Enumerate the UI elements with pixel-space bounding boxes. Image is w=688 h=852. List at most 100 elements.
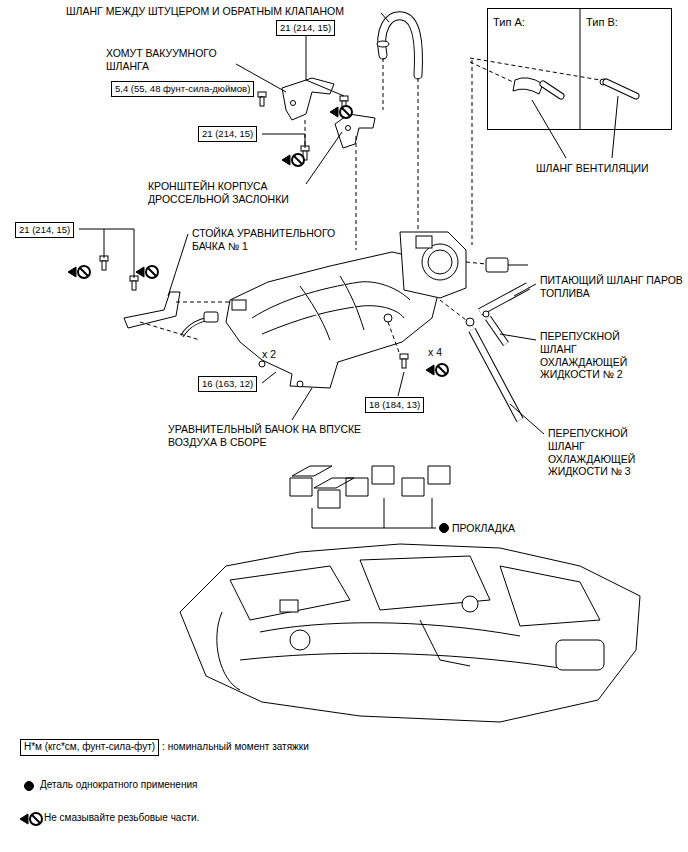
leader-lines [398,372,404,396]
gaskets [440,524,449,533]
hoses [483,311,489,317]
intake-plenum [388,322,400,355]
leader-lines [292,388,312,420]
engine-overview [556,640,604,670]
vent-hose-types [580,8,581,130]
engine-overview [420,620,470,666]
engine-overview [280,600,298,612]
upper-parts [356,136,357,250]
part-label: СТОЙКА УРАВНИТЕЛЬНОГО БАЧКА № 1 [192,227,362,253]
leader-lines [514,284,536,296]
stay-bracket [176,302,232,303]
legend-sample-box: Н*м (кгс*см, фунт-сила-фут) [20,739,159,756]
intake-plenum [416,236,432,248]
vent-hose-types [606,82,636,96]
torque-value: 21 (214, 15) [280,22,331,34]
hoses [480,286,528,312]
hoses [480,286,528,312]
stay-bracket [100,256,108,270]
legend-symbols [20,813,42,825]
hoses [488,318,506,344]
upper-parts [291,101,296,106]
vent-hose-types [470,62,513,82]
stay-bracket [140,322,200,340]
part-label: УРАВНИТЕЛЬНЫЙ БАЧОК НА ВПУСКЕ ВОЗДУХА В … [168,423,383,449]
intake-plenum [340,276,364,330]
vent-hose-types [513,78,543,94]
intake-plenum [384,314,392,322]
intake-plenum [300,286,330,340]
hoses [440,286,528,420]
leader-lines [381,13,389,22]
upper-parts [282,154,304,166]
upper-parts [418,78,419,240]
torque-value: 21 (214, 15) [202,128,253,140]
vent-hose-types [470,58,600,80]
gaskets [402,466,450,496]
engine-overview [217,612,240,690]
part-label: ХОМУТ ВАКУУМНОГО ШЛАНГА [106,47,246,73]
leader-lines [79,229,134,278]
upper-parts [282,78,334,120]
intake-plenum [290,362,338,388]
torque-box: 21 (214, 15) [198,126,257,142]
gaskets [292,466,354,488]
leader-lines [168,234,188,296]
leader-lines [260,96,262,98]
table-cell: Тип B: [586,16,618,29]
upper-parts [258,16,418,250]
part-label: ПРОКЛАДКА [452,522,515,535]
leader-lines [612,96,618,158]
intake-plenum [400,354,408,368]
intake-plenum [232,300,246,310]
upper-parts [258,92,266,106]
legend-text: : номинальный момент затяжки [162,741,309,754]
intake-plenum [182,232,528,388]
leader-lines [306,132,342,184]
legend-symbols [20,782,42,826]
intake-plenum [486,258,508,272]
torque-box: 21 (214, 15) [276,20,335,36]
gaskets [290,478,340,508]
torque-value: 16 (163, 12) [202,378,253,390]
vent-hose-types [543,84,561,96]
upper-parts [335,114,375,148]
engine-overview [462,596,478,612]
leader-lines [79,13,618,434]
vent-hose-types [472,60,473,245]
leader-lines [306,36,344,96]
torque-value: 21 (214, 15) [19,224,70,236]
torque-box: 21 (214, 15) [15,222,74,238]
vent-hose-types [543,84,561,96]
torque-box: 5,4 (55, 48 фунт-сила-дюймов) [111,81,254,97]
table-cell: Тип A: [493,16,525,29]
part-label: ПЕРЕПУСКНОЙ ШЛАНГ ОХЛАЖДАЮЩЕЙ ЖИДКОСТИ №… [548,427,653,478]
part-label: КРОНШТЕЙН КОРПУСА ДРОССЕЛЬНОЙ ЗАСЛОНКИ [148,180,313,206]
engine-overview [180,544,640,722]
vent-hose-types [606,82,636,96]
engine-overview [500,566,600,626]
gaskets [312,498,436,528]
legend-symbols [25,782,34,791]
upper-parts [346,126,351,131]
part-label: ШЛАНГ МЕЖДУ ШТУЦЕРОМ И ОБРАТНЫМ КЛАПАНОМ [66,5,344,18]
leader-lines [532,100,566,158]
type-table: Тип A: Тип B: [487,8,672,130]
engine-overview [230,566,350,620]
stay-bracket [124,292,180,328]
hoses [488,318,506,344]
part-label: ШЛАНГ ВЕНТИЛЯЦИИ [536,162,649,175]
stay-bracket [68,256,232,340]
stay-bracket [136,266,158,278]
intake-plenum [422,244,458,280]
upper-parts [383,58,384,110]
torque-box: 18 (184, 13) [365,397,424,413]
engine-overview [290,630,310,650]
gaskets [290,466,450,533]
upper-parts [330,106,352,118]
legend-text: Не смазывайте резьбовые части. [44,812,199,825]
stay-bracket [68,266,90,278]
stay-bracket [130,276,138,290]
torque-box: 16 (163, 12) [198,376,257,392]
count-label: x 2 [262,348,276,361]
